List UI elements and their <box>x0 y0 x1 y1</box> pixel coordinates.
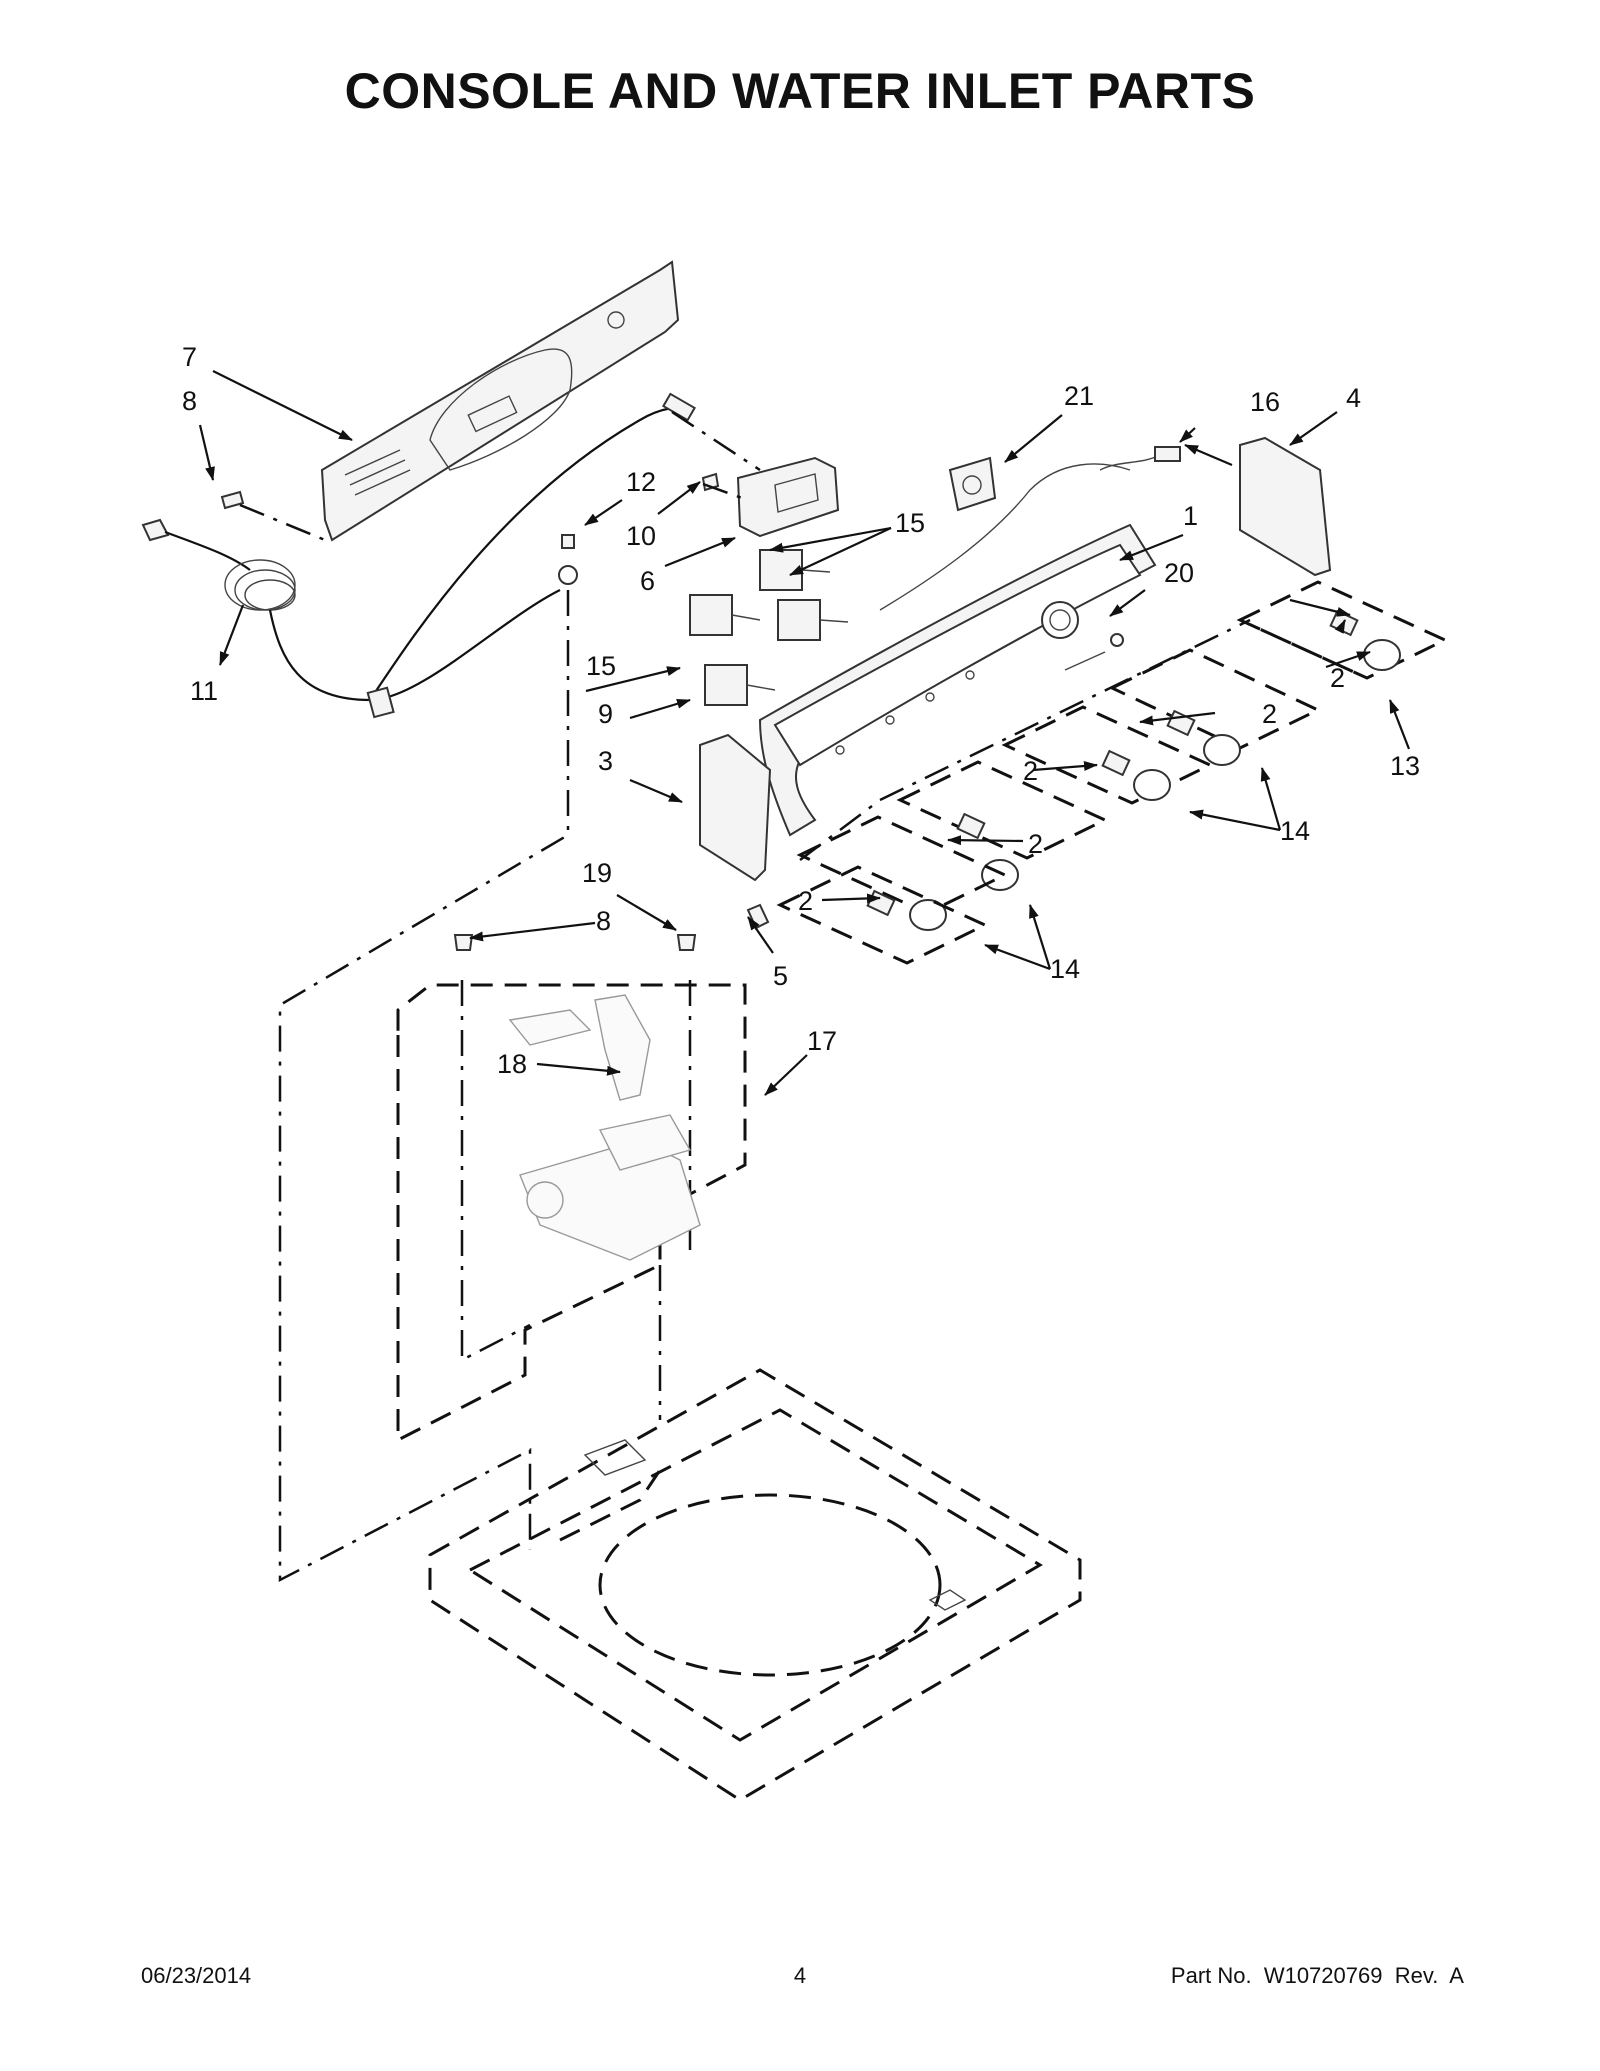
callout-17: 17 <box>807 1026 837 1056</box>
callout-4: 4 <box>1346 383 1361 413</box>
footer-part-number: Part No. W10720769 Rev. A <box>1170 1963 1464 1988</box>
callout-15: 15 <box>586 651 616 681</box>
callout-2: 2 <box>1330 663 1345 693</box>
callout-1: 1 <box>1183 501 1198 531</box>
callout-2: 2 <box>1028 829 1043 859</box>
rotary-switch-group <box>689 549 849 706</box>
callout-10: 10 <box>626 521 656 551</box>
callout-19: 19 <box>582 858 612 888</box>
callout-2: 2 <box>1262 699 1277 729</box>
footer-page-number: 4 <box>793 1963 807 1988</box>
callout-18: 18 <box>497 1049 527 1079</box>
callout-9: 9 <box>598 699 613 729</box>
page-title: CONSOLE AND WATER INLET PARTS <box>344 63 1256 119</box>
knob-groups <box>776 580 1449 965</box>
callout-labels: 7 8 11 12 10 6 15 15 9 3 21 16 4 1 20 2 … <box>182 342 1420 1079</box>
callout-3: 3 <box>598 746 613 776</box>
rear-console-panel <box>320 260 680 542</box>
callout-8: 8 <box>596 906 611 936</box>
callout-8: 8 <box>182 386 197 416</box>
cabinet-top <box>428 1368 1082 1802</box>
footer-date: 06/23/2014 <box>141 1963 252 1988</box>
callout-5: 5 <box>773 961 788 991</box>
callout-12: 12 <box>626 467 656 497</box>
callout-14: 14 <box>1280 816 1310 846</box>
callout-20: 20 <box>1164 558 1194 588</box>
callout-arrows <box>198 370 1411 1096</box>
screws <box>220 472 720 951</box>
callout-11: 11 <box>190 676 218 706</box>
control-board <box>736 456 840 538</box>
callout-7: 7 <box>182 342 197 372</box>
callout-16: 16 <box>1250 387 1280 417</box>
callout-6: 6 <box>640 566 655 596</box>
callout-14: 14 <box>1050 954 1080 984</box>
callout-2: 2 <box>798 886 813 916</box>
console-end-caps <box>699 436 1332 930</box>
power-cord-harness <box>141 392 696 719</box>
callout-2: 2 <box>1023 756 1038 786</box>
water-inlet-assembly <box>396 980 747 1443</box>
callout-21: 21 <box>1064 381 1094 411</box>
callout-15: 15 <box>895 508 925 538</box>
console-wire-harness <box>879 446 1181 611</box>
main-console <box>758 523 1157 837</box>
callout-13: 13 <box>1390 751 1420 781</box>
assembly-leader-lines <box>239 410 1251 1583</box>
